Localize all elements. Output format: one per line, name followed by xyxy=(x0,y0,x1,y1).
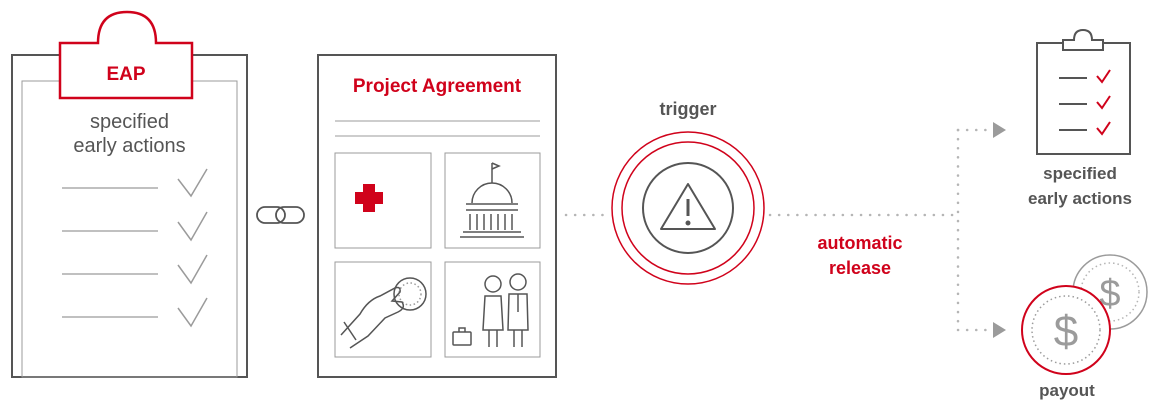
automatic-release-line2: release xyxy=(828,258,892,278)
svg-text:$: $ xyxy=(1054,307,1078,356)
panel-people xyxy=(444,261,541,358)
dotted-connectors xyxy=(564,128,990,332)
eap-document xyxy=(11,10,248,378)
arrow-to-payout-icon xyxy=(993,322,1006,338)
checkmark-icon xyxy=(177,211,208,242)
chain-link-icon xyxy=(256,206,305,224)
eap-subtitle-line1: specified xyxy=(90,111,169,133)
red-cross-red-crescent-icon xyxy=(355,179,406,217)
red-check-icon xyxy=(1096,121,1111,136)
checklist-row xyxy=(62,168,208,198)
red-check-icon xyxy=(1096,95,1111,110)
dollar-coins-icon: $ $ xyxy=(1021,254,1148,375)
checkmark-icon xyxy=(177,297,208,328)
eap-tab-label: EAP xyxy=(106,64,146,85)
panel-hand-coin xyxy=(334,261,432,358)
government-building-icon xyxy=(460,162,524,238)
checkmark-icon xyxy=(177,168,208,198)
panel-government xyxy=(444,152,541,249)
warning-triangle-icon xyxy=(660,183,716,230)
svg-text:$: $ xyxy=(1099,273,1120,315)
people-with-briefcase-icon xyxy=(452,273,529,347)
red-check-icon xyxy=(1096,69,1111,84)
eap-subtitle-line2: early actions xyxy=(73,135,186,157)
clipboard-checklist-icon xyxy=(1036,28,1131,155)
checklist-row xyxy=(62,211,208,242)
trigger-label: trigger xyxy=(659,99,717,119)
eap-checklist xyxy=(62,168,208,328)
checklist-row xyxy=(62,297,208,328)
automatic-release-line1: automatic xyxy=(817,233,903,253)
actions-label-line1: specified xyxy=(1043,164,1117,183)
panel-red-cross-crescent xyxy=(334,152,432,249)
hand-holding-coin-icon xyxy=(340,277,427,349)
checkmark-icon xyxy=(177,254,208,285)
actions-label-line2: early actions xyxy=(1028,189,1132,208)
arrow-to-actions-icon xyxy=(993,122,1006,138)
project-agreement-title: Project Agreement xyxy=(352,76,522,97)
payout-label: payout xyxy=(1039,381,1095,400)
checklist-row xyxy=(62,254,208,285)
